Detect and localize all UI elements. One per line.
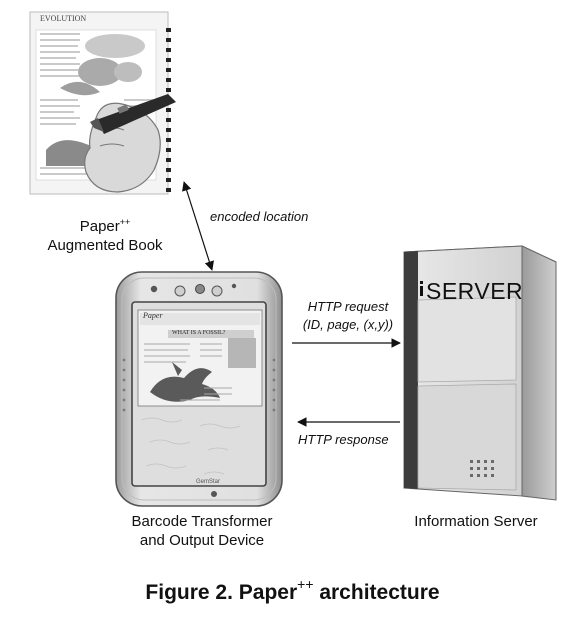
- book-label-line2: Augmented Book: [47, 237, 163, 254]
- encoded-location-arrow: [182, 181, 214, 271]
- book-label-line1: Paper: [79, 218, 120, 235]
- augmented-book-image: [29, 11, 176, 195]
- http-request-line1: HTTP request: [307, 299, 389, 314]
- server-logo: SERVER: [426, 278, 524, 304]
- device-label-line1: Barcode Transformer: [131, 513, 273, 530]
- server-image: [403, 245, 557, 501]
- output-device-image: [115, 271, 283, 507]
- http-request-line2: (ID, page, (x,y)): [302, 317, 394, 332]
- device-screen-heading: WHAT IS A FOSSIL?: [172, 330, 226, 336]
- caption-sup: ++: [297, 576, 314, 592]
- caption-suffix: architecture: [313, 581, 440, 604]
- device-label-line2: and Output Device: [139, 532, 265, 549]
- book-label-sup: ++: [119, 217, 131, 227]
- device-brand: GemStar: [196, 479, 221, 485]
- caption-prefix: Figure 2. Paper: [145, 581, 298, 604]
- http-request-label: HTTP request (ID, page, (x,y)): [292, 298, 404, 334]
- book-page-title: EVOLUTION: [40, 14, 87, 23]
- http-response-label: HTTP response: [298, 432, 389, 447]
- book-label: Paper++ Augmented Book: [30, 213, 180, 255]
- encoded-location-label: encoded location: [210, 209, 309, 224]
- device-label: Barcode Transformer and Output Device: [112, 512, 292, 550]
- device-screen-logo: Paper: [143, 311, 163, 320]
- figure-caption: Figure 2. Paper++ architecture: [0, 576, 585, 605]
- server-label: Information Server: [414, 513, 538, 530]
